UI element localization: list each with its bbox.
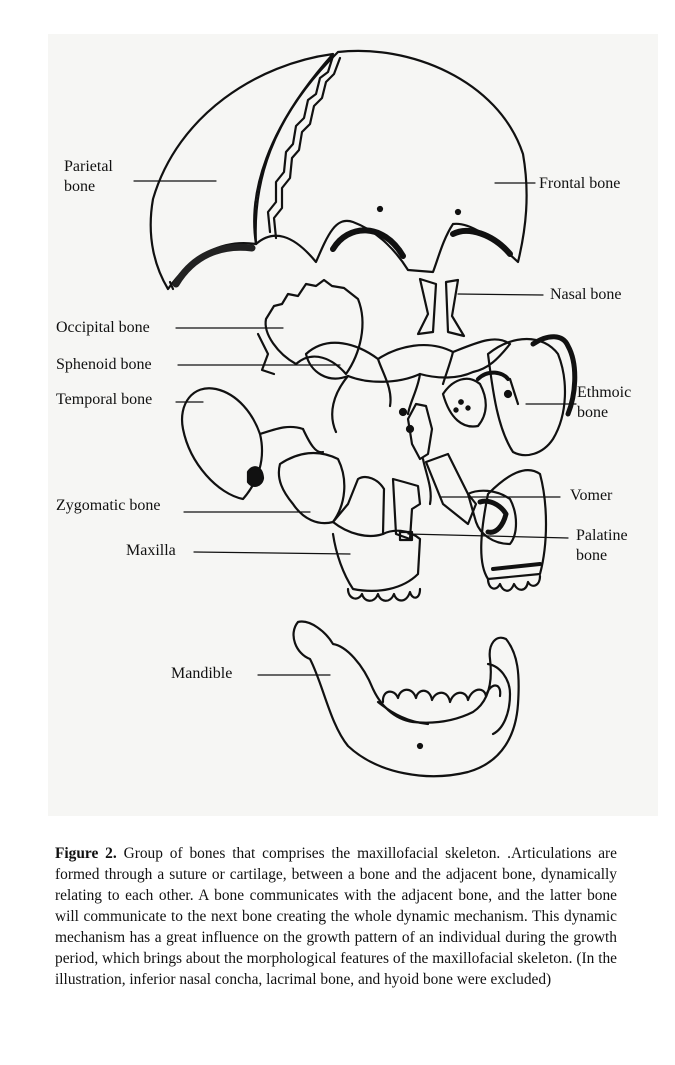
occipital-bone-shape [256, 278, 364, 376]
label-temporal-bone: Temporal bone [56, 391, 153, 408]
label-ethmoid-bone: Ethmoic bone [577, 384, 632, 421]
leader-nasal [457, 293, 544, 296]
leader-lines [133, 180, 577, 676]
nasal-bone-shape [416, 277, 466, 338]
zygomatic-bone-shape [277, 427, 346, 525]
leader-maxilla [193, 551, 351, 555]
label-zygomatic-bone: Zygomatic bone [56, 497, 161, 514]
label-palatine-bone: Palatine bone [576, 527, 628, 564]
leader-palatine [407, 533, 569, 539]
temporal-bone-shape [180, 387, 305, 501]
vomer-bone-shape [424, 452, 518, 546]
skull-illustration [133, 49, 578, 778]
caption-text: Group of bones that comprises the maxill… [55, 845, 617, 988]
label-parietal-bone: Parietal bone [64, 158, 113, 195]
label-nasal-bone: Nasal bone [550, 286, 622, 303]
label-frontal-bone: Frontal bone [539, 175, 621, 192]
label-sphenoid-bone: Sphenoid bone [56, 356, 152, 373]
parietal-bone-shape [149, 52, 335, 291]
frontal-bone-shape [254, 49, 528, 274]
figure-caption: Figure 2. Group of bones that comprises … [55, 843, 617, 990]
label-vomer: Vomer [570, 487, 613, 504]
label-mandible: Mandible [171, 665, 233, 682]
figure-panel [48, 34, 658, 816]
label-occipital-bone: Occipital bone [56, 319, 150, 336]
central-bridge-shape [398, 370, 510, 461]
label-maxilla: Maxilla [126, 542, 176, 559]
right-maxilla-shape [480, 469, 548, 592]
sphenoid-bone-shape [304, 338, 512, 434]
mandible-shape [292, 620, 520, 778]
palatine-bone-shape [391, 457, 432, 542]
ethmoid-bone-shape [486, 334, 578, 457]
caption-label: Figure 2. [55, 845, 117, 862]
